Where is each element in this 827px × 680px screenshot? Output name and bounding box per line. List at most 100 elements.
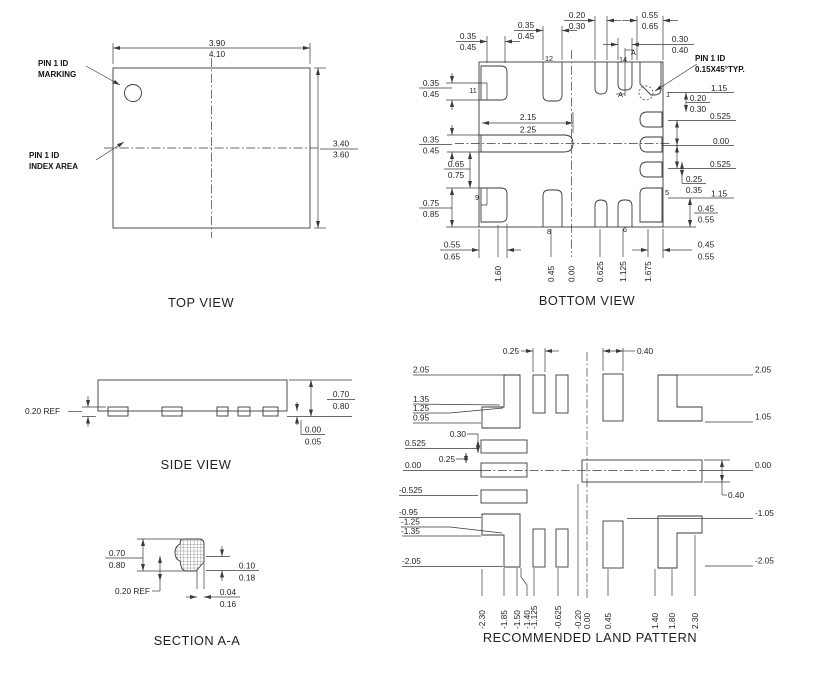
lp-right-n205: -2.05 (755, 556, 774, 566)
lp-coord-n0625: -0.625 (553, 605, 563, 629)
land-pattern-title: RECOMMENDED LAND PATTERN (483, 630, 697, 645)
bottom-view: 12 14 11 1 9 5 8 6 A A 0.35 0.45 0.35 0.… (419, 10, 745, 308)
pin1-index-label-line2: INDEX AREA (29, 162, 78, 171)
land-pattern-dimension-lines (399, 348, 753, 596)
bv-top-dim3-lower: 0.30 (569, 21, 586, 31)
bottom-view-title: BOTTOM VIEW (539, 293, 636, 308)
bottom-view-dimension-lines (419, 16, 736, 258)
lp-right-105: 1.05 (755, 412, 772, 422)
pin1-marking-label-line2: MARKING (38, 70, 76, 79)
pin-number-14: 14 (619, 55, 627, 64)
bv-bottom-right-dim-lower: 0.55 (698, 252, 715, 262)
pin-number-1: 1 (666, 90, 670, 99)
pin1-id-marking-circle (124, 84, 142, 102)
lp-left-n095: -0.95 (399, 507, 418, 517)
sec-ref-label: 0.20 REF (115, 586, 150, 596)
lp-left-135: 1.35 (413, 394, 430, 404)
top-height-dim-upper: 3.40 (333, 139, 350, 149)
top-width-dim-lower: 4.10 (209, 49, 226, 59)
bv-right-label-000: 0.00 (713, 136, 730, 146)
bv-center-dim-lower: 2.25 (520, 125, 537, 135)
section-aa: 0.70 0.80 0.20 REF 0.10 0.18 0.04 0.16 S… (105, 538, 259, 648)
pin1-index-area-hatch (114, 69, 211, 148)
bv-top-dim3-upper: 0.20 (569, 10, 586, 20)
bv-top-dim1-upper: 0.35 (460, 31, 477, 41)
side-view-dimension-lines (68, 379, 355, 435)
bv-pin1-callout-line2: 0.15X45°TYP. (695, 65, 745, 74)
section-marker-a-top: A (631, 48, 636, 57)
lp-left-n205: -2.05 (402, 556, 421, 566)
lp-coord-n150: -1.50 (512, 610, 522, 629)
bv-right-label-0525b: 0.525 (710, 159, 731, 169)
sv-height-dim-lower: 0.80 (333, 401, 350, 411)
bv-right-label-115a: 1.15 (711, 83, 728, 93)
lp-left-n0525: -0.525 (399, 485, 423, 495)
bv-top-dim2-lower: 0.45 (518, 31, 535, 41)
bv-top-dim1-lower: 0.45 (460, 42, 477, 52)
lp-coord-n185: -1.85 (499, 610, 509, 629)
lp-coord-n1125: -1.125 (529, 605, 539, 629)
top-view-dimension-lines (85, 43, 358, 229)
lp-right-n105: -1.05 (755, 508, 774, 518)
pin1-marking-label-line1: PIN 1 ID (38, 59, 68, 68)
lp-left-callout-025: 0.25 (439, 454, 456, 464)
pin-number-5: 5 (665, 188, 669, 197)
bv-left-dim2-lower: 0.45 (423, 146, 440, 156)
bv-top-dim4-upper: 0.55 (642, 10, 659, 20)
bv-right-dim3-upper: 0.45 (698, 204, 715, 214)
lp-coord-n230: -2.30 (477, 610, 487, 629)
bottom-view-pads (480, 62, 663, 227)
bv-coord-160: 1.60 (493, 265, 503, 282)
land-pattern-centerlines (403, 352, 753, 600)
pin1-chamfer-ghost (638, 85, 654, 101)
bv-coord-045: 0.45 (546, 265, 556, 282)
bottom-view-body (478, 61, 664, 228)
lp-left-n135: -1.35 (401, 526, 420, 536)
bv-left-dim1-lower: 0.45 (423, 89, 440, 99)
lp-left-095: 0.95 (413, 413, 430, 423)
bv-pin1-callout-line1: PIN 1 ID (695, 54, 725, 63)
bv-left-dim3-lower: 0.75 (448, 170, 465, 180)
lp-coord-n140: -1.40 (522, 610, 532, 629)
bv-top-dim5-lower: 0.40 (672, 45, 689, 55)
lp-left-n125: -1.25 (401, 517, 420, 527)
pin-number-6: 6 (623, 225, 627, 234)
bv-left-dim1-upper: 0.35 (423, 78, 440, 88)
bv-bottom-left-dim-upper: 0.55 (444, 240, 461, 250)
bv-right-dim2-lower: 0.35 (686, 185, 703, 195)
bv-center-dim-upper: 2.15 (520, 112, 537, 122)
sv-standoff-dim-upper: 0.00 (305, 425, 322, 435)
bv-right-dim1-upper: 0.20 (690, 93, 707, 103)
bv-coord-000: 0.00 (566, 265, 576, 282)
top-width-dim-upper: 3.90 (209, 38, 226, 48)
lp-coord-230: 2.30 (690, 612, 700, 629)
section-lead-cross-section (174, 538, 205, 572)
top-view-title: TOP VIEW (168, 295, 235, 310)
lp-coord-000: 0.00 (582, 612, 592, 629)
lp-right-callout-040: 0.40 (728, 490, 745, 500)
lp-top-dim-025: 0.25 (503, 346, 520, 356)
land-pattern: 0.25 0.40 2.05 1.35 1.25 0.95 0.30 0.525… (399, 346, 774, 645)
lp-left-125: 1.25 (413, 403, 430, 413)
top-view: PIN 1 ID MARKING PIN 1 ID INDEX AREA 3.9… (29, 38, 358, 310)
bv-left-dim4-upper: 0.75 (423, 198, 440, 208)
bv-coord-0625: 0.625 (595, 261, 605, 282)
lp-right-205: 2.05 (755, 365, 772, 375)
top-view-centerlines (104, 58, 318, 238)
section-marker-a-bottom: A (618, 90, 623, 99)
section-aa-title: SECTION A-A (154, 633, 241, 648)
lp-coord-n020: -0.20 (573, 610, 583, 629)
pin-number-12: 12 (545, 54, 553, 63)
lp-top-dim-040: 0.40 (637, 346, 654, 356)
lp-left-callout-030: 0.30 (450, 429, 467, 439)
lp-coord-140: 1.40 (650, 612, 660, 629)
bv-top-dim4-lower: 0.65 (642, 21, 659, 31)
bv-right-dim2-upper: 0.25 (686, 174, 703, 184)
bv-coord-1675: 1.675 (643, 261, 653, 282)
sec-height-dim-upper: 0.70 (109, 548, 126, 558)
pin-number-8: 8 (547, 227, 551, 236)
bv-bottom-right-dim-upper: 0.45 (698, 240, 715, 250)
pin1-index-label-line1: PIN 1 ID (29, 151, 59, 160)
bv-right-dim3-lower: 0.55 (698, 215, 715, 225)
